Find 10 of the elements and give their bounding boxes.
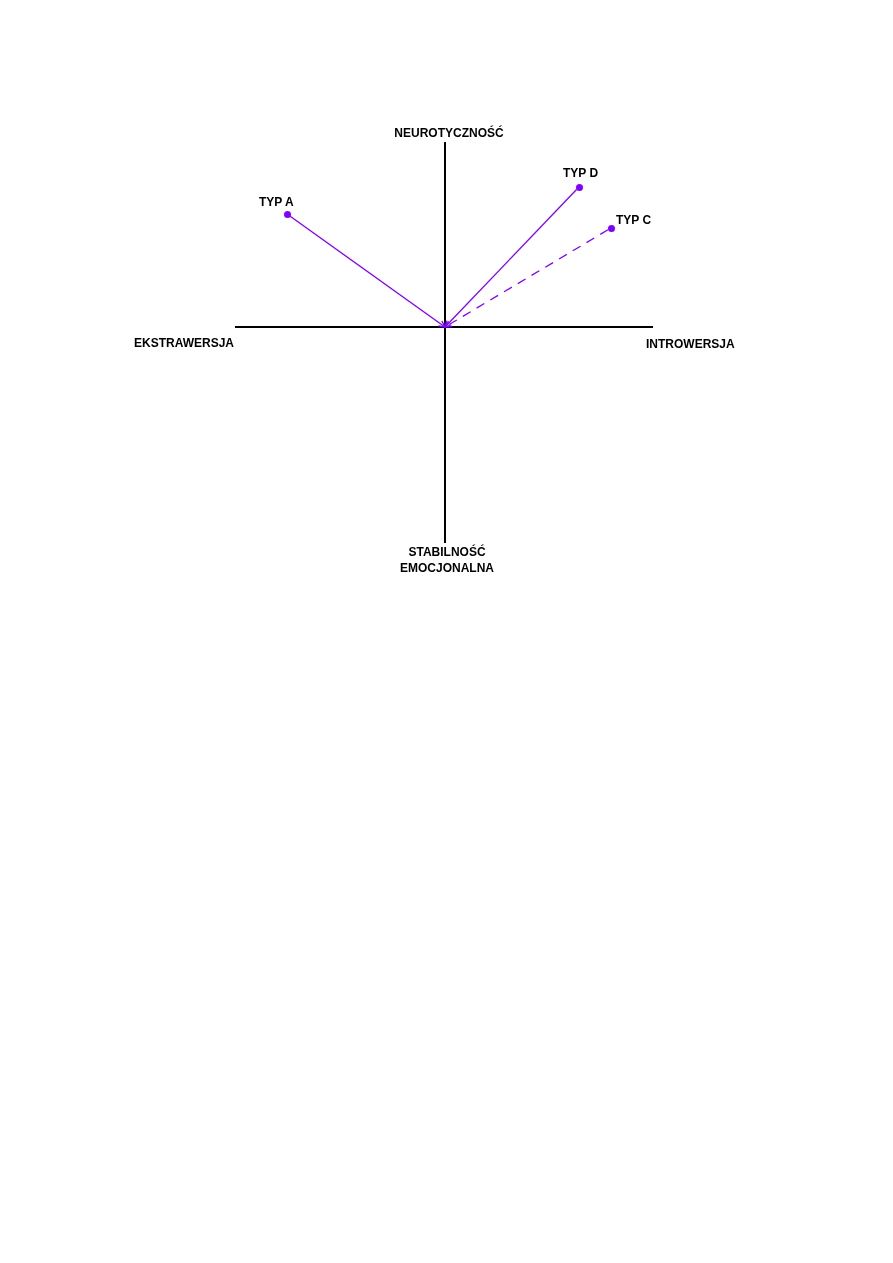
point-label: TYP A — [259, 195, 294, 209]
point-label: TYP C — [616, 213, 652, 227]
arrow-line — [289, 215, 446, 328]
axis-label: NEUROTYCZNOŚĆ — [393, 126, 505, 141]
axis-label: STABILNOŚĆ EMOCJONALNA — [399, 544, 495, 576]
axis-label: EKSTRAWERSJA — [134, 336, 235, 351]
point-label: TYP D — [563, 166, 599, 180]
dashed-arrow-line — [444, 229, 609, 328]
arrow-line — [444, 188, 578, 328]
axis-label: INTROWERSJA — [646, 337, 736, 352]
